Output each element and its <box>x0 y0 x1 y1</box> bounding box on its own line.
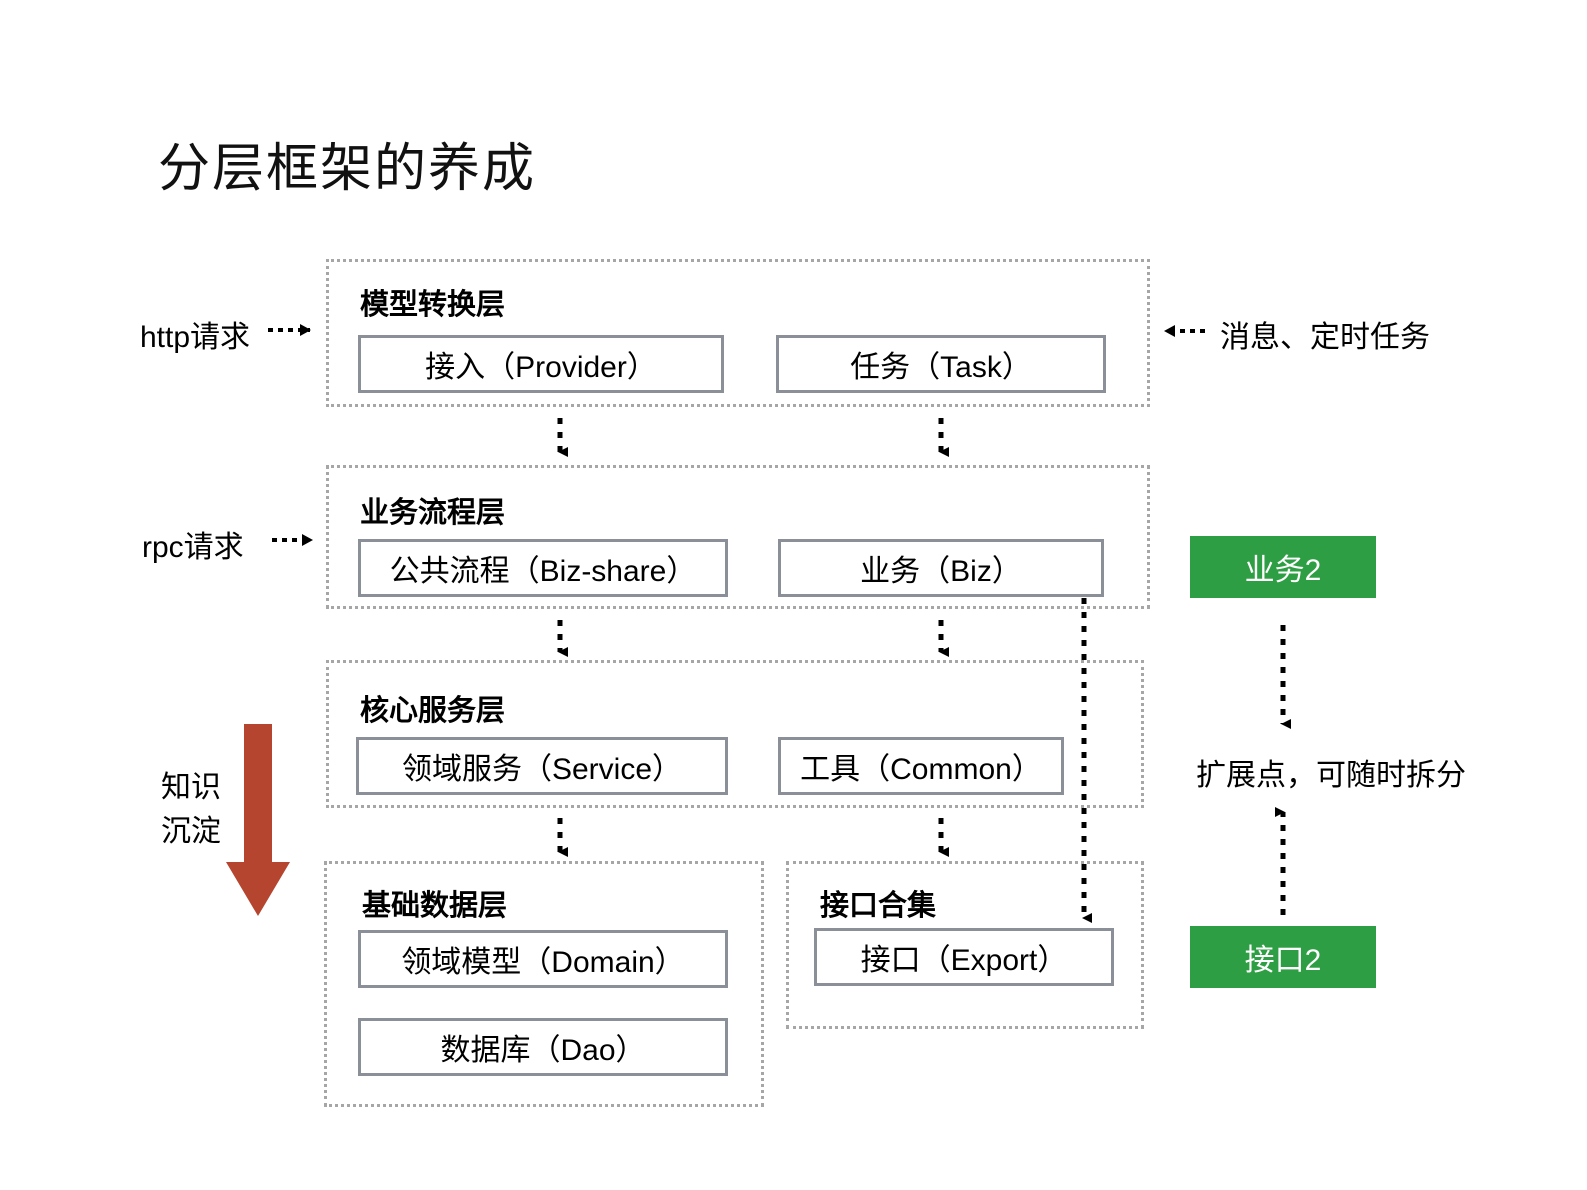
layer-export-collection <box>786 861 1144 1029</box>
layer-title-base-data: 基础数据层 <box>362 890 508 922</box>
page-title: 分层框架的养成 <box>158 140 537 198</box>
green-box-biz2[interactable]: 业务2 <box>1190 536 1376 598</box>
unit-biz-share[interactable]: 公共流程（Biz-share） <box>358 539 728 597</box>
unit-dao[interactable]: 数据库（Dao） <box>358 1018 728 1076</box>
label-http-request: http请求 <box>140 321 251 354</box>
layer-business-process <box>326 465 1150 609</box>
unit-common[interactable]: 工具（Common） <box>778 737 1064 795</box>
layer-title-export-collection: 接口合集 <box>820 890 937 922</box>
layer-model-convert <box>326 259 1150 407</box>
label-knowledge-deposit: 知识 沉淀 <box>148 766 234 853</box>
layer-title-business-process: 业务流程层 <box>360 497 506 529</box>
unit-task[interactable]: 任务（Task） <box>776 335 1106 393</box>
knowledge-deposit-arrow <box>226 724 290 916</box>
label-rpc-request: rpc请求 <box>142 531 244 564</box>
label-knowledge-deposit-line2: 沉淀 <box>161 814 221 848</box>
label-message-timed-task: 消息、定时任务 <box>1220 321 1430 354</box>
label-knowledge-deposit-line1: 知识 <box>161 771 221 804</box>
layer-title-core-service: 核心服务层 <box>360 695 506 727</box>
unit-export[interactable]: 接口（Export） <box>814 928 1114 986</box>
unit-domain[interactable]: 领域模型（Domain） <box>358 930 728 988</box>
green-box-export2[interactable]: 接口2 <box>1190 926 1376 988</box>
layer-base-data <box>324 861 764 1107</box>
layer-title-model-convert: 模型转换层 <box>360 289 506 321</box>
unit-biz[interactable]: 业务（Biz） <box>778 539 1104 597</box>
layer-core-service <box>326 660 1144 808</box>
unit-service[interactable]: 领域服务（Service） <box>356 737 728 795</box>
label-extension-point: 扩展点，可随时拆分 <box>1196 759 1466 792</box>
unit-provider[interactable]: 接入（Provider） <box>358 335 724 393</box>
